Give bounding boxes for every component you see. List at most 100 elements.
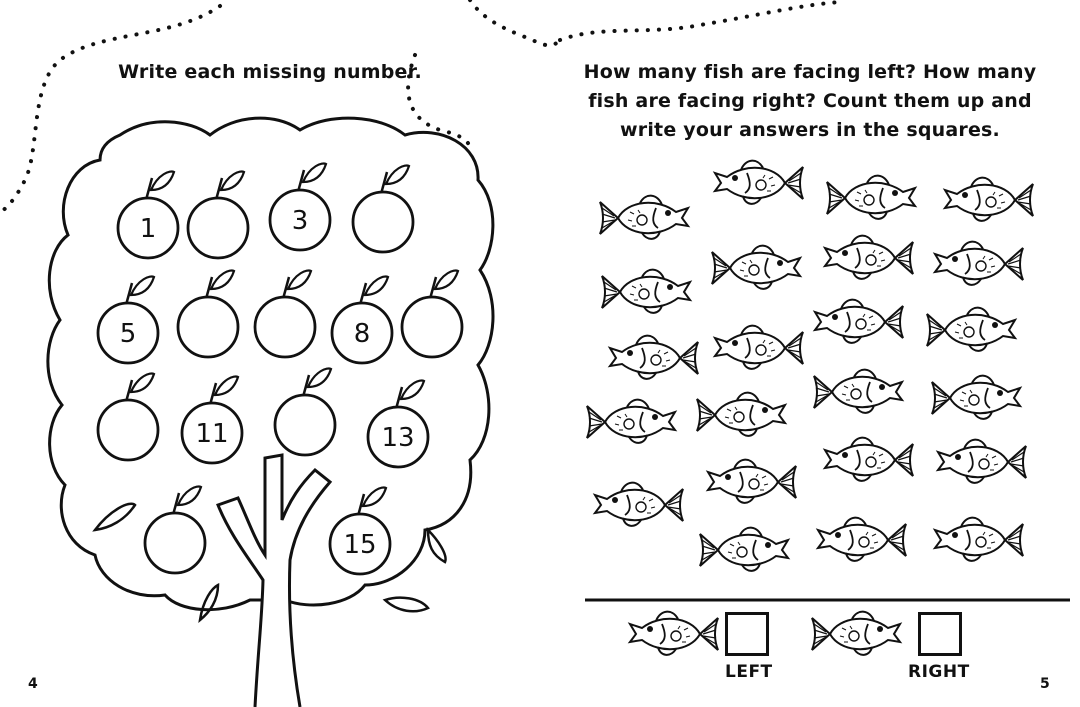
right-instruction: How many fish are facing left? How many … — [580, 58, 1040, 145]
fish-facing-right — [926, 306, 1016, 352]
apple-leaf — [149, 170, 176, 192]
apple-leaf — [301, 162, 328, 184]
apple-leaf — [363, 275, 390, 297]
apple-body — [186, 196, 250, 260]
answer-fish-left — [630, 612, 718, 655]
apple: 15 — [328, 486, 392, 576]
falling-leaf — [426, 526, 447, 564]
right-page: How many fish are facing left? How many … — [540, 0, 1080, 707]
apple-body — [351, 190, 415, 254]
falling-leaf — [198, 582, 220, 623]
apple-body — [328, 512, 392, 576]
apple[interactable] — [351, 164, 415, 254]
apple-stem — [358, 282, 368, 306]
answer-fish-right — [811, 610, 901, 656]
apple-body — [366, 405, 430, 469]
apple[interactable] — [96, 372, 160, 462]
fish-facing-left — [938, 440, 1026, 483]
apple-leaf — [286, 269, 313, 291]
tree-canopy — [46, 116, 495, 612]
apple[interactable] — [400, 269, 464, 359]
page-number-right: 5 — [1040, 676, 1050, 692]
apple-body — [180, 401, 244, 465]
apple-body — [330, 301, 394, 365]
apple-leaf — [306, 367, 333, 389]
apple-body — [400, 295, 464, 359]
apple-leaf — [219, 170, 246, 192]
apple-body — [96, 398, 160, 462]
page-number-left: 4 — [28, 676, 38, 692]
apple[interactable] — [143, 485, 207, 575]
apple-stem — [379, 171, 389, 195]
fish-facing-left — [708, 460, 796, 503]
right-answer-label: RIGHT — [908, 662, 970, 682]
apple: 3 — [268, 162, 332, 252]
apple-leaf — [129, 275, 156, 297]
apple-leaf — [129, 372, 156, 394]
fish-facing-right — [931, 374, 1021, 420]
apple-leaf — [213, 375, 240, 397]
apple[interactable] — [186, 170, 250, 260]
apple-body — [268, 188, 332, 252]
fish-facing-right — [696, 391, 786, 437]
left-answer-label: LEFT — [725, 662, 773, 682]
apple-number: 11 — [195, 419, 228, 449]
fish-facing-right — [826, 174, 916, 220]
fish-facing-left — [935, 242, 1023, 285]
apple: 13 — [366, 379, 430, 469]
apple-body — [273, 393, 337, 457]
apple-number: 1 — [140, 214, 157, 244]
apple: 1 — [116, 170, 180, 260]
apple[interactable] — [176, 269, 240, 359]
falling-leaf — [382, 596, 430, 613]
left-instruction: Write each missing number. — [118, 61, 422, 83]
apple: 11 — [180, 375, 244, 465]
apple-stem — [144, 177, 154, 201]
fish-facing-right — [699, 526, 789, 572]
fish-facing-right — [711, 244, 801, 290]
apple-stem — [301, 374, 311, 398]
apple-body — [116, 196, 180, 260]
tree-trunk — [216, 453, 333, 707]
apple: 8 — [330, 275, 394, 365]
fish-facing-left — [610, 336, 698, 379]
fish-facing-right — [813, 368, 903, 414]
apple-stem — [204, 276, 214, 300]
instruction-line-2: fish are facing right? Count them up and — [588, 90, 1032, 112]
apple-leaf — [176, 485, 203, 507]
fish-facing-left — [935, 518, 1023, 561]
fish-facing-left — [825, 236, 913, 279]
falling-leaf — [92, 502, 137, 532]
apple-stem — [356, 493, 366, 517]
apple-stem — [296, 169, 306, 193]
apple: 5 — [96, 275, 160, 365]
fish-facing-left — [715, 161, 803, 204]
apple-number: 3 — [292, 206, 309, 236]
fish-counting-illustration — [585, 0, 1070, 656]
apple-leaf — [209, 269, 236, 291]
apple-leaf — [361, 486, 388, 508]
instruction-line-3: write your answers in the squares. — [620, 119, 1000, 141]
apple-number: 15 — [343, 530, 376, 560]
fish-facing-left — [715, 326, 803, 369]
apple[interactable] — [253, 269, 317, 359]
left-answer-box[interactable] — [725, 612, 769, 656]
fish-facing-left — [945, 178, 1033, 221]
apple-body — [143, 511, 207, 575]
apple-leaf — [433, 269, 460, 291]
fish-facing-right — [601, 268, 691, 314]
apple-leaf — [384, 164, 411, 186]
right-answer-box[interactable] — [918, 612, 962, 656]
apple[interactable] — [273, 367, 337, 457]
instruction-line-1: How many fish are facing left? How many — [583, 61, 1037, 83]
apple-number: 5 — [120, 319, 137, 349]
apple-stem — [171, 492, 181, 516]
apple-number: 13 — [381, 423, 414, 453]
apple-stem — [208, 382, 218, 406]
fish-facing-left — [818, 518, 906, 561]
apple-stem — [124, 282, 134, 306]
fish-facing-left — [595, 483, 683, 526]
